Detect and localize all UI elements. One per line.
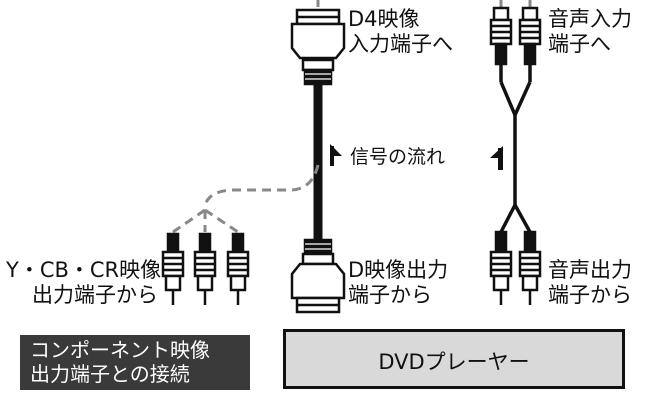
rca-plug-y <box>161 232 185 305</box>
rca-plug-top-left <box>489 6 513 66</box>
d4-input-label: D4映像 入力端子へ <box>348 7 453 57</box>
audio-input-label: 音声入力 端子へ <box>548 7 632 57</box>
ycbcr-output-line2: 出力端子から <box>32 283 158 307</box>
ycbcr-output-line1: Y・CB・CR映像 <box>6 258 162 282</box>
rca-plug-bottom-left <box>489 230 513 305</box>
audio-output-label: 音声出力 端子から <box>548 258 632 308</box>
audio-input-line1: 音声入力 <box>548 7 632 31</box>
flow-arrow-icon <box>330 144 342 166</box>
component-dashed-cable <box>172 164 320 234</box>
top-dashed-stubs <box>316 0 532 7</box>
component-caption-line1: コンポーネント映像 <box>30 338 210 362</box>
audio-output-line1: 音声出力 <box>548 258 632 282</box>
d4-connector-top <box>290 8 346 86</box>
dvd-player-label: DVDプレーヤー <box>378 350 530 374</box>
rca-plug-bottom-right <box>518 230 542 305</box>
rca-plug-cr <box>226 232 250 305</box>
d4-input-line1: D4映像 <box>348 7 420 31</box>
audio-cable <box>499 64 532 233</box>
d-connector-bottom <box>290 238 346 314</box>
dvd-player: DVDプレーヤー <box>283 329 625 389</box>
component-caption: コンポーネント映像 出力端子との接続 <box>20 335 250 390</box>
component-caption-line2: 出力端子との接続 <box>30 362 190 386</box>
d-output-label: D映像出力 端子から <box>348 258 448 308</box>
rca-plug-cb <box>193 232 217 305</box>
d-output-line2: 端子から <box>348 283 432 307</box>
ycbcr-output-label: Y・CB・CR映像 出力端子から <box>6 258 162 308</box>
audio-input-line2: 端子へ <box>548 32 611 56</box>
rca-plug-top-right <box>518 6 542 66</box>
audio-output-line2: 端子から <box>548 283 632 307</box>
signal-flow-label: 信号の流れ <box>350 146 446 168</box>
arrow-up-icon <box>490 146 503 170</box>
d-output-line1: D映像出力 <box>348 258 449 282</box>
d4-input-line2: 入力端子へ <box>348 32 453 56</box>
